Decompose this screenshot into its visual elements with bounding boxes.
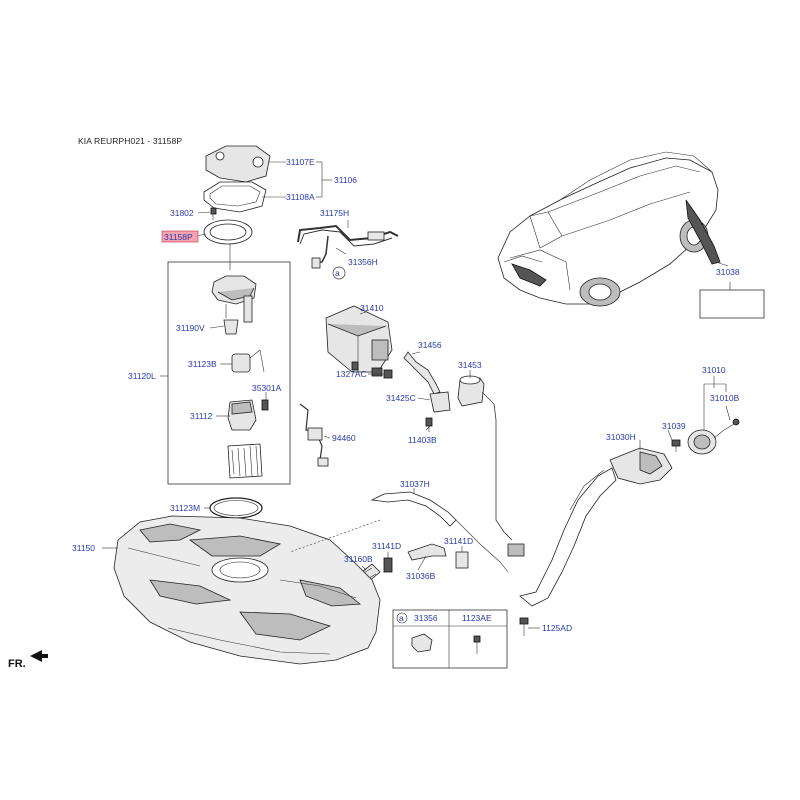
filter-31453 (457, 375, 495, 407)
label-31123M[interactable]: 31123M (170, 503, 200, 513)
lock-ring (203, 219, 253, 245)
bolt-31802 (210, 207, 217, 220)
fuel-cap-31010 (687, 418, 740, 455)
label-31141D-b[interactable]: 31141D (444, 536, 473, 546)
legend-table: a 31356 1123AE (392, 609, 508, 669)
legend-a-symbol: a (399, 613, 404, 623)
fuel-pump-31112 (227, 399, 269, 431)
label-31453[interactable]: 31453 (458, 360, 482, 370)
label-31106[interactable]: 31106 (334, 175, 357, 185)
pump-module-top (211, 244, 257, 323)
bracket-31425C (429, 391, 451, 413)
fuel-tank-31150 (113, 515, 381, 665)
nut-1327AC (383, 369, 393, 379)
fuel-pump-plate (205, 145, 271, 183)
highlight-31158P (161, 230, 199, 243)
hose-31456 (403, 351, 441, 395)
label-94460[interactable]: 94460 (332, 433, 356, 443)
legend-31356[interactable]: 31356 (414, 613, 438, 623)
legend-1123AE[interactable]: 1123AE (462, 613, 492, 623)
pressure-regulator-31190V (223, 319, 239, 335)
label-31175H[interactable]: 31175H (320, 208, 349, 218)
label-11403B[interactable]: 11403B (408, 435, 437, 445)
filler-neck-31030H (519, 447, 673, 607)
front-label: FR. (8, 658, 26, 670)
canister-31410 (325, 305, 393, 377)
label-31802[interactable]: 31802 (170, 208, 194, 218)
label-31150[interactable]: 31150 (72, 543, 95, 553)
label-31107E[interactable]: 31107E (286, 157, 315, 167)
hose-31036B (383, 543, 469, 573)
label-1125AD[interactable]: 1125AD (542, 623, 572, 633)
diagram-title: KIA REURPH021 - 31158P (78, 136, 183, 146)
label-31010B[interactable]: 31010B (710, 393, 740, 403)
hose-clip-31039 (671, 439, 681, 452)
sender-94460 (299, 403, 329, 467)
label-31160B[interactable]: 31160B (344, 554, 373, 564)
label-1327AC[interactable]: 1327AC (336, 369, 367, 379)
label-31123B[interactable]: 31123B (188, 359, 217, 369)
label-31120L[interactable]: 31120L (128, 371, 156, 381)
label-31038[interactable]: 31038 (716, 267, 740, 277)
label-31039[interactable]: 31039 (662, 421, 686, 431)
bolt-1123AE (473, 635, 481, 643)
pump-assembly-frame (167, 261, 291, 485)
vehicle-illustration (497, 151, 729, 307)
fuel-filter-31123B (231, 349, 265, 373)
label-31108A[interactable]: 31108A (286, 192, 315, 202)
breather-hose-31037H (370, 491, 525, 573)
callout-a-label: a (335, 268, 340, 278)
label-31030H[interactable]: 31030H (606, 432, 636, 442)
label-31425C[interactable]: 31425C (386, 393, 416, 403)
front-arrow-icon (30, 650, 48, 662)
part-labels: 31107E 31106 31108A 31802 31175H 31158P … (72, 157, 740, 633)
part-31038-box (699, 289, 765, 319)
fuel-line-31175H (297, 224, 399, 269)
label-31037H[interactable]: 31037H (400, 479, 430, 489)
label-31356H[interactable]: 31356H (348, 257, 378, 267)
label-31036B[interactable]: 31036B (406, 571, 436, 581)
front-direction-indicator: FR. (8, 650, 48, 670)
bolt-11403B (425, 417, 433, 432)
label-31410[interactable]: 31410 (360, 303, 384, 313)
leader-lines (102, 161, 731, 629)
label-35301A[interactable]: 35301A (252, 383, 282, 393)
label-31456[interactable]: 31456 (418, 340, 442, 350)
pump-strainer (227, 443, 263, 479)
bolt-1125AD (519, 617, 529, 636)
callout-a-circle (332, 266, 346, 280)
vent-hose (493, 403, 513, 541)
gasket-31123M (209, 497, 263, 519)
fuel-pump-gasket (203, 181, 267, 213)
clip-31356 (411, 633, 433, 653)
label-31010[interactable]: 31010 (702, 365, 726, 375)
label-31158P[interactable]: 31158P (164, 232, 193, 242)
label-31190V[interactable]: 31190V (176, 323, 205, 333)
label-31112[interactable]: 31112 (190, 411, 213, 421)
label-31141D-a[interactable]: 31141D (372, 541, 401, 551)
